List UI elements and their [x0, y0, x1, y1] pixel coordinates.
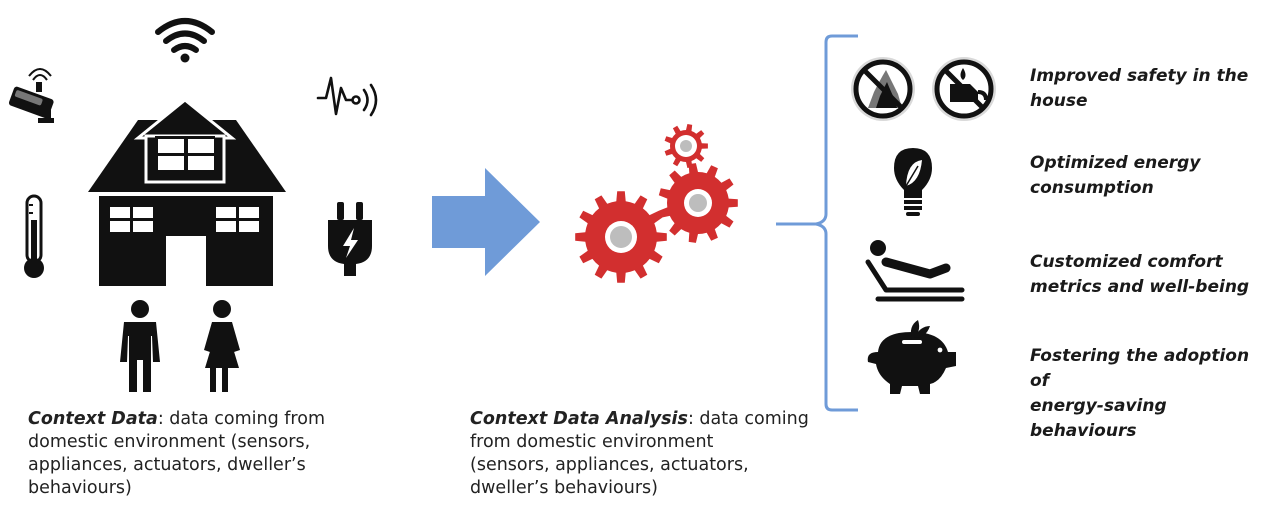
man-icon [120, 300, 160, 392]
piggy-bank-icon [867, 320, 956, 394]
outcome-safety-line1: Improved safety in the [1030, 66, 1249, 86]
thermometer-icon [24, 194, 44, 278]
context-analysis-caption: Context Data Analysis: data coming from … [470, 408, 810, 500]
flow-arrow [432, 168, 540, 276]
gear-large [575, 191, 667, 283]
outcome-behaviours-line2: energy-saving behaviours [1030, 396, 1167, 441]
camera-icon [8, 68, 54, 123]
context-analysis-title: Context Data Analysis [470, 409, 688, 429]
context-analysis-line4: dweller’s behaviours) [470, 478, 658, 498]
motion-sensor-icon [316, 76, 378, 117]
outcome-comfort-line1: Customized comfort [1030, 252, 1223, 272]
wifi-icon [155, 18, 215, 63]
context-data-caption: Context Data: data coming from domestic … [28, 408, 348, 500]
context-analysis-line3: (sensors, appliances, actuators, [470, 455, 749, 475]
power-plug-icon [328, 202, 372, 276]
outcome-comfort-line2: metrics and well-being [1030, 277, 1250, 297]
context-analysis-line2: from domestic environment [470, 432, 714, 452]
context-data-line2: domestic environment (sensors, [28, 432, 311, 452]
gear-small [664, 124, 708, 168]
outcome-safety-line2: house [1030, 91, 1088, 111]
outcome-energy-line2: consumption [1030, 178, 1154, 198]
gear-medium [658, 163, 738, 243]
outcome-behaviours: Fostering the adoption of energy-saving … [1030, 344, 1266, 444]
reclining-person-icon [865, 240, 965, 302]
outcome-comfort: Customized comfort metrics and well-bein… [1030, 250, 1266, 300]
context-data-line3: appliances, actuators, dweller’s [28, 455, 306, 475]
woman-icon [204, 300, 240, 392]
curly-brace [776, 34, 858, 412]
outcome-safety: Improved safety in the house [1030, 64, 1266, 114]
outcome-energy: Optimized energy consumption [1030, 151, 1266, 201]
house-icon [88, 98, 286, 286]
outcome-energy-line1: Optimized energy [1030, 153, 1201, 173]
context-data-line1: : data coming from [157, 409, 325, 429]
gears-icon [575, 124, 738, 283]
eco-bulb-icon [894, 148, 932, 216]
context-data-title: Context Data [28, 409, 158, 429]
context-data-line4: behaviours) [28, 478, 132, 498]
context-analysis-line1: : data coming [687, 409, 809, 429]
no-fire-icon [851, 57, 915, 121]
no-leak-icon [932, 57, 996, 121]
outcome-behaviours-line1: Fostering the adoption of [1030, 346, 1250, 391]
